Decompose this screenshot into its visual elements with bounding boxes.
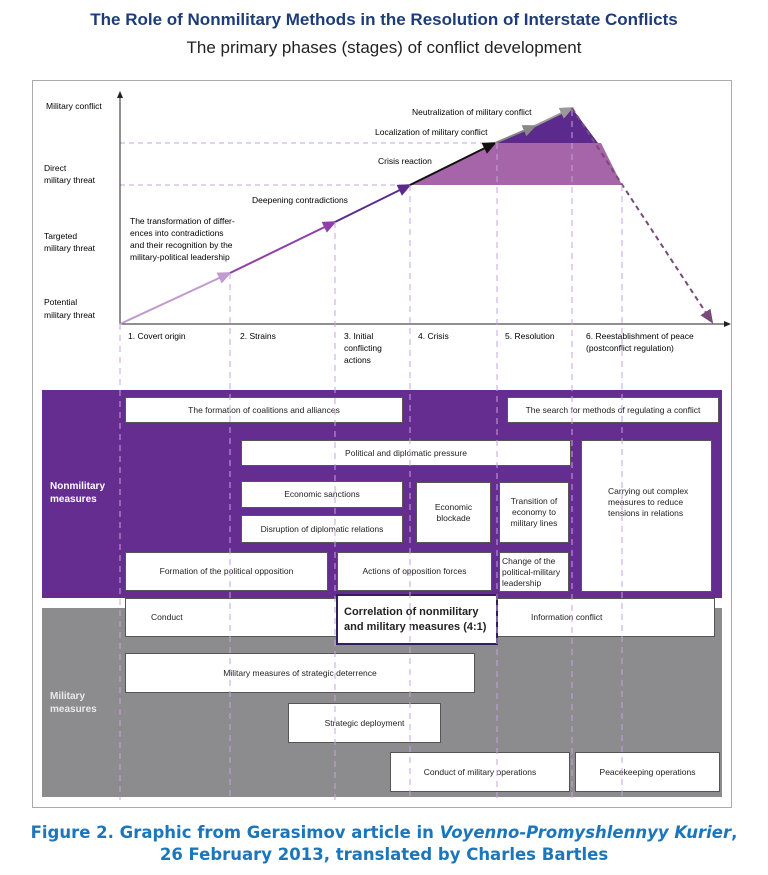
box-military-operations: Conduct of military operations: [390, 752, 570, 792]
phase-6-line2: (postconflict regulation): [586, 343, 674, 353]
phase-chart: Military conflict Direct military threat…: [44, 91, 731, 365]
figure-frame: [32, 80, 732, 808]
y-level-targeted-line1: Targeted: [44, 231, 77, 241]
y-level-targeted-line2: military threat: [44, 243, 96, 253]
escalation-arrow-1: [119, 272, 232, 325]
box-reduce-tensions: Carrying out complex measures to reduce …: [581, 440, 712, 592]
box-peacekeeping: Peacekeeping operations: [575, 752, 720, 792]
figure-caption: Figure 2. Graphic from Gerasimov article…: [0, 822, 768, 866]
phase-3-line2: conflicting: [344, 343, 382, 353]
box-economic-blockade: Economic blockade: [416, 482, 491, 543]
figure-title: The Role of Nonmilitary Methods in the R…: [90, 10, 678, 29]
nonmilitary-label-line1: Nonmilitary: [50, 481, 106, 492]
caption-line2: 26 February 2013, translated by Charles …: [159, 845, 609, 864]
box-political-opposition: Formation of the political opposition: [125, 552, 328, 591]
military-label: Military measures: [50, 690, 97, 716]
y-level-direct-line1: Direct: [44, 163, 67, 173]
nonmilitary-label-line2: measures: [50, 494, 97, 505]
military-label-line2: measures: [50, 704, 97, 715]
box-political-pressure: Political and diplomatic pressure: [241, 440, 571, 466]
box-disruption-diplomatic: Disruption of diplomatic relations: [241, 515, 403, 543]
caption-prefix: Figure 2. Graphic from Gerasimov article…: [30, 823, 440, 842]
label-crisis-reaction: Crisis reaction: [378, 156, 432, 166]
y-level-military-conflict: Military conflict: [46, 101, 102, 111]
phase-4: 4. Crisis: [418, 331, 449, 341]
escalation-arrow-4: [409, 142, 497, 186]
label-localization: Localization of military conflict: [375, 127, 488, 137]
deescalation-arrow: [571, 107, 714, 324]
label-transformation-3: and their recognition by the: [130, 240, 233, 250]
label-deepening: Deepening contradictions: [252, 195, 348, 205]
conduct-label: Conduct: [151, 612, 183, 622]
military-label-line1: Military: [50, 691, 86, 702]
box-economic-sanctions: Economic sanctions: [241, 481, 403, 508]
box-strategic-deterrence: Military measures of strategic deterrenc…: [125, 653, 475, 693]
phase-3-line3: actions: [344, 355, 371, 365]
phase-1: 1. Covert origin: [128, 331, 186, 341]
escalation-arrow-2: [229, 221, 337, 274]
information-conflict-label: Information conflict: [531, 612, 603, 622]
box-strategic-deployment: Strategic deployment: [288, 703, 441, 743]
phase-5: 5. Resolution: [505, 331, 555, 341]
label-transformation-4: military-political leadership: [130, 252, 230, 262]
correlation-box: Correlation of nonmilitary and military …: [336, 594, 498, 645]
phase-6-line1: 6. Reestablishment of peace: [586, 331, 694, 341]
caption-suffix: ,: [731, 823, 738, 842]
box-transition-economy: Transition of economy to military lines: [499, 482, 569, 543]
caption-line1: Figure 2. Graphic from Gerasimov article…: [0, 822, 768, 844]
box-search-regulation: The search for methods of regulating a c…: [507, 397, 719, 423]
box-opposition-actions: Actions of opposition forces: [337, 552, 492, 591]
y-level-direct-line2: military threat: [44, 175, 96, 185]
escalation-arrow-3: [334, 184, 412, 223]
phase-3-line1: 3. Initial: [344, 331, 373, 341]
label-transformation-1: The transformation of differ-: [130, 216, 235, 226]
phase-2: 2. Strains: [240, 331, 276, 341]
box-coalitions: The formation of coalitions and alliance…: [125, 397, 403, 423]
y-level-potential-line1: Potential: [44, 297, 77, 307]
label-neutralization: Neutralization of military conflict: [412, 107, 532, 117]
y-level-potential-line2: military threat: [44, 310, 96, 320]
nonmilitary-label: Nonmilitary measures: [50, 480, 105, 506]
label-transformation-2: ences into contradictions: [130, 228, 224, 238]
escalation-arrow-5: [494, 125, 537, 144]
box-leadership-change: Change of the political-military leaders…: [499, 552, 569, 592]
figure-subtitle: The primary phases (stages) of conflict …: [186, 38, 582, 57]
caption-publication: Voyenno-Promyshlennyy Kurier: [439, 823, 732, 842]
escalation-arrow-6: [534, 107, 574, 127]
crisis-region: [410, 143, 622, 185]
